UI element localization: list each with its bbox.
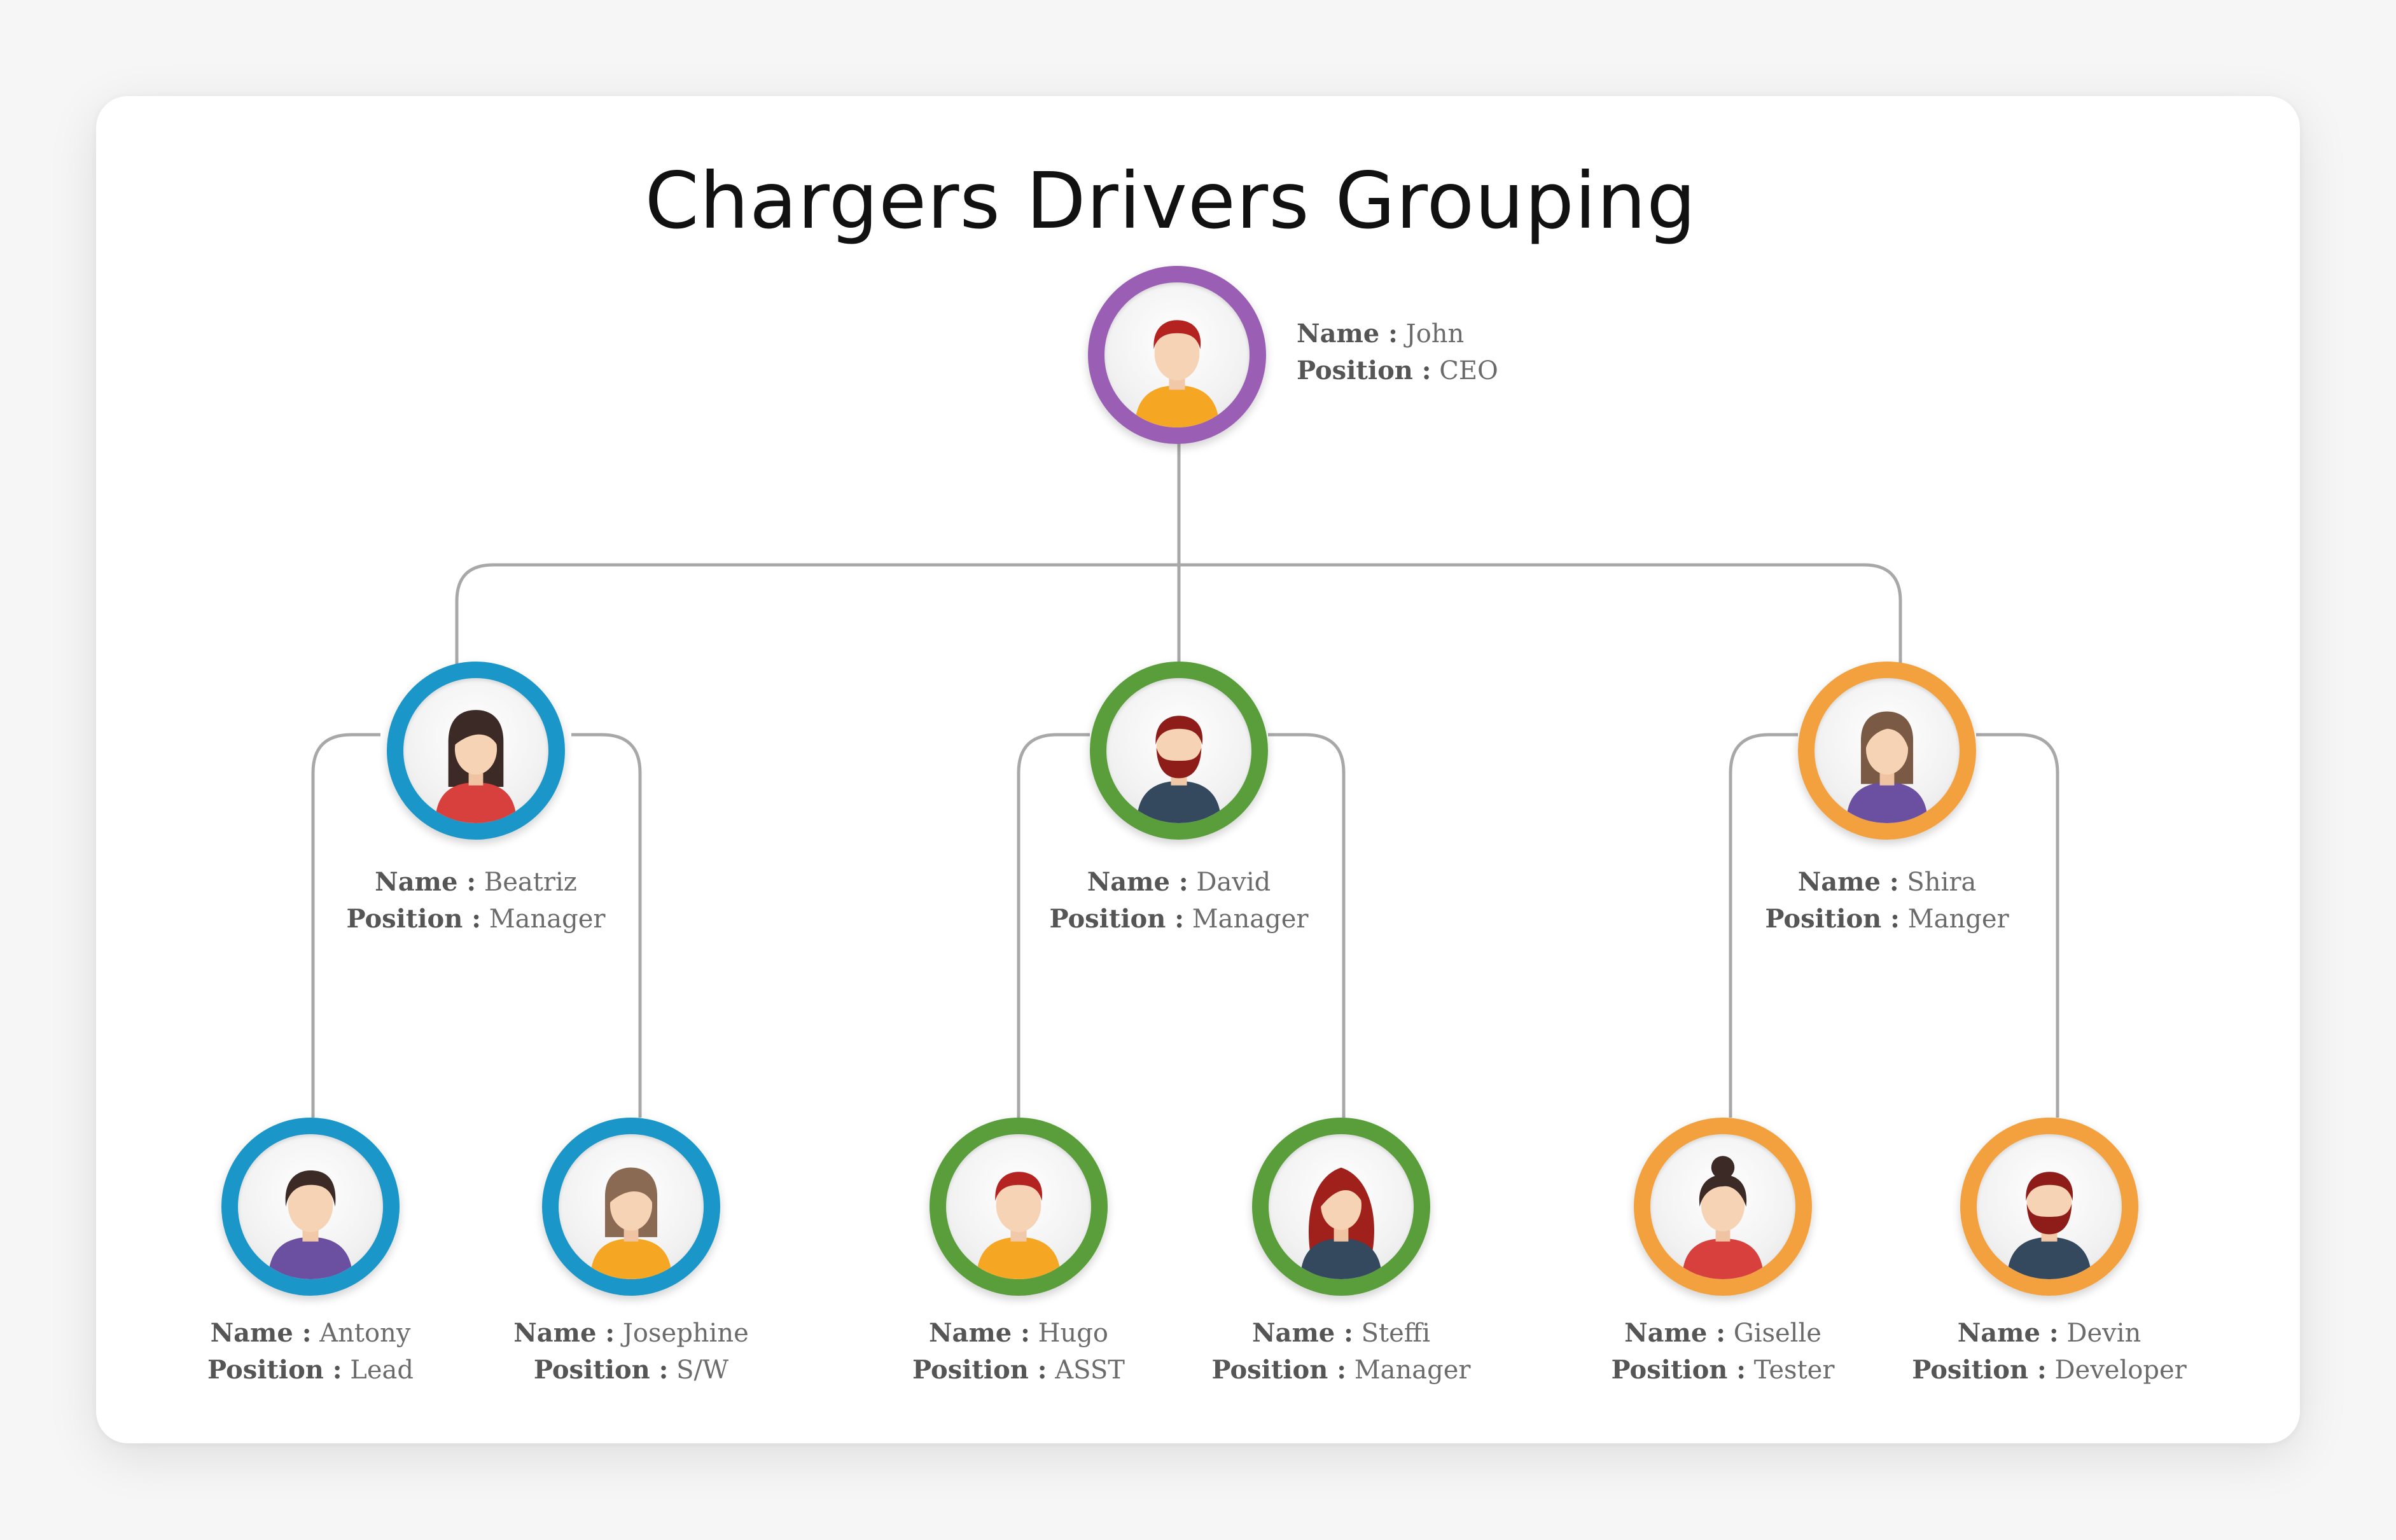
label-antony: Name : Antony Position : Lead <box>207 1318 414 1385</box>
bearded-man-avatar <box>1136 716 1222 823</box>
avatar-shira <box>1798 662 1976 840</box>
man-purple-shirt-avatar <box>268 1170 353 1279</box>
connector-david-children <box>1017 733 1346 1118</box>
chart-title: Chargers Drivers Grouping <box>644 156 1697 246</box>
label-shira: Name : Shira Position : Manger <box>1765 867 2009 934</box>
avatar-david <box>1090 662 1268 840</box>
avatar-hugo <box>930 1118 1108 1296</box>
avatar-devin <box>1960 1118 2138 1296</box>
avatar-beatriz <box>387 662 565 840</box>
connector-shira-children <box>1729 733 2059 1118</box>
label-john: Name : John Position : CEO <box>1297 319 1498 385</box>
avatar-antony <box>221 1118 400 1296</box>
man-orange-shirt-avatar <box>976 1172 1061 1279</box>
bearded-man-avatar <box>2007 1172 2092 1279</box>
avatar-john <box>1088 266 1266 444</box>
label-josephine: Name : Josephine Position : S/W <box>513 1318 749 1385</box>
label-beatriz: Name : Beatriz Position : Manager <box>346 867 606 934</box>
label-devin: Name : Devin Position : Developer <box>1912 1318 2187 1385</box>
man-orange-shirt-avatar <box>1134 320 1220 427</box>
avatar-steffi <box>1252 1118 1430 1296</box>
label-david: Name : David Position : Manager <box>1049 867 1309 934</box>
woman-red-shirt-avatar <box>435 710 517 823</box>
avatar-giselle <box>1634 1118 1812 1296</box>
connector-beatriz-children <box>311 733 642 1118</box>
label-steffi: Name : Steffi Position : Manager <box>1211 1318 1471 1385</box>
avatar-josephine <box>542 1118 720 1296</box>
label-hugo: Name : Hugo Position : ASST <box>912 1318 1125 1385</box>
woman-long-red-hair-avatar <box>1300 1167 1382 1279</box>
connector-top-bar <box>455 563 1902 665</box>
woman-purple-shirt-avatar <box>1846 711 1928 823</box>
woman-bun-avatar <box>1682 1156 1764 1279</box>
woman-yellow-shirt-avatar <box>590 1167 672 1279</box>
label-giselle: Name : Giselle Position : Tester <box>1611 1318 1835 1385</box>
